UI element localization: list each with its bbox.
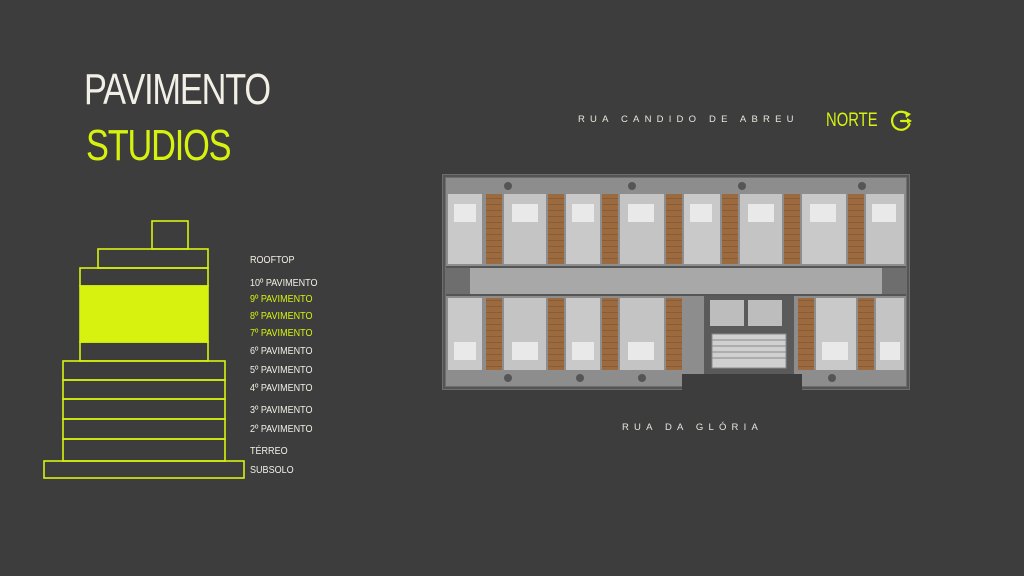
floor-label-terreo[interactable]: TÉRREO bbox=[250, 445, 288, 457]
floor-label-7[interactable]: 7º PAVIMENTO bbox=[250, 327, 313, 339]
floor-block-rooftop-top[interactable] bbox=[151, 220, 189, 250]
floor-block-2[interactable] bbox=[62, 418, 226, 440]
floor-label-6[interactable]: 6º PAVIMENTO bbox=[250, 345, 313, 357]
floor-block-rooftop[interactable] bbox=[97, 248, 209, 269]
street-label-top: RUA CANDIDO DE ABREU bbox=[578, 114, 799, 125]
floor-block-terreo[interactable] bbox=[62, 438, 226, 462]
floor-label-rooftop[interactable]: ROOFTOP bbox=[250, 254, 295, 266]
floor-block-10[interactable] bbox=[79, 267, 209, 287]
floor-block-selected[interactable] bbox=[79, 285, 209, 343]
page-title: PAVIMENTO bbox=[84, 65, 271, 114]
plan-top-units bbox=[446, 178, 906, 266]
north-indicator: NORTE bbox=[826, 108, 914, 134]
floor-block-subsolo[interactable] bbox=[43, 460, 245, 479]
floor-plan-image bbox=[442, 174, 910, 390]
floor-label-2[interactable]: 2º PAVIMENTO bbox=[250, 423, 313, 435]
floor-label-8[interactable]: 8º PAVIMENTO bbox=[250, 310, 313, 322]
floor-label-5[interactable]: 5º PAVIMENTO bbox=[250, 364, 313, 376]
floor-label-4[interactable]: 4º PAVIMENTO bbox=[250, 382, 313, 394]
north-label: NORTE bbox=[826, 110, 878, 131]
floor-label-3[interactable]: 3º PAVIMENTO bbox=[250, 404, 313, 416]
floor-block-4[interactable] bbox=[62, 379, 226, 400]
plan-corridor bbox=[470, 268, 882, 294]
floor-label-10[interactable]: 10º PAVIMENTO bbox=[250, 277, 318, 289]
street-label-bottom: RUA DA GLÓRIA bbox=[622, 422, 763, 433]
floor-label-9[interactable]: 9º PAVIMENTO bbox=[250, 293, 313, 305]
floor-block-3[interactable] bbox=[62, 398, 226, 420]
page-subtitle: STUDIOS bbox=[86, 121, 232, 170]
plan-bottom-units bbox=[446, 296, 906, 390]
floor-block-6[interactable] bbox=[79, 341, 209, 362]
floor-label-subsolo[interactable]: SUBSOLO bbox=[250, 464, 294, 476]
building-diagram bbox=[43, 220, 245, 479]
north-compass-icon bbox=[891, 110, 913, 131]
floor-block-5[interactable] bbox=[62, 360, 226, 381]
